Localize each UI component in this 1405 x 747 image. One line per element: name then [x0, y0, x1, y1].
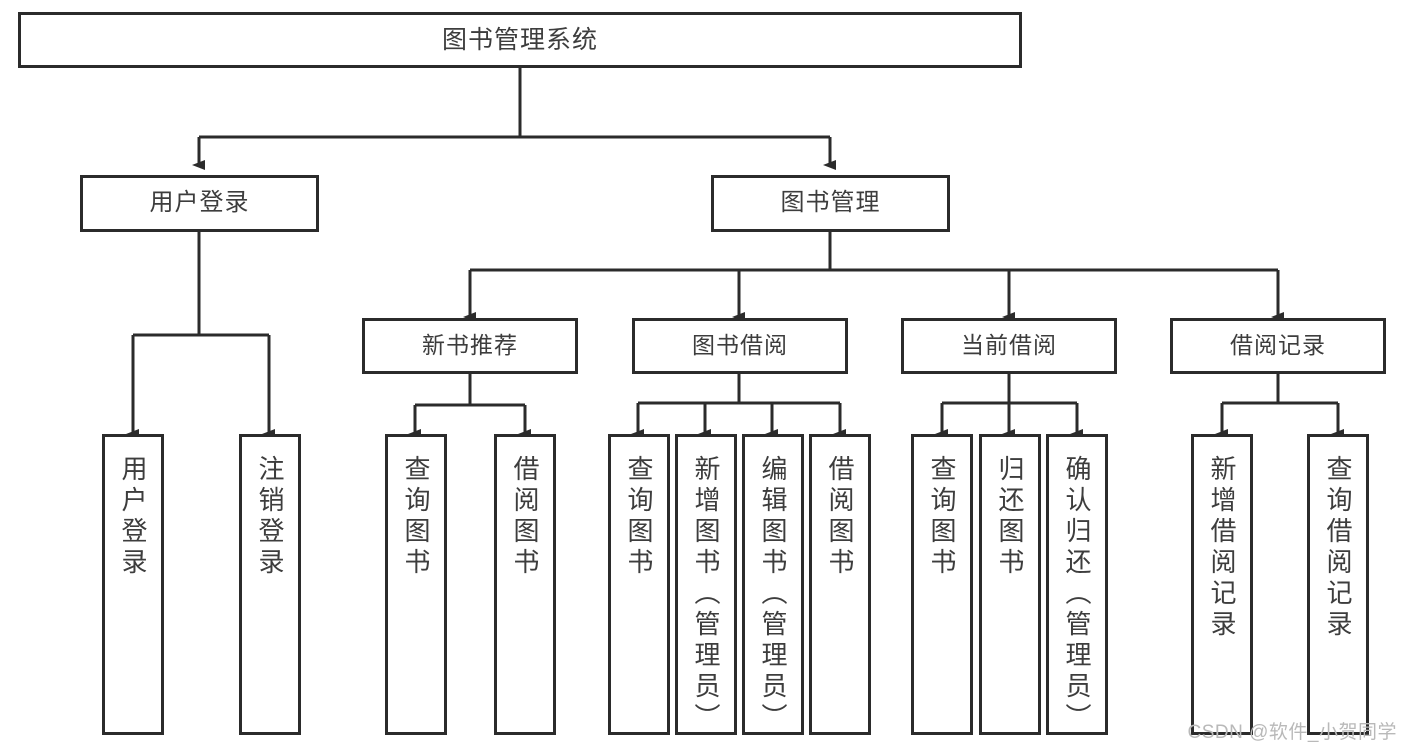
- leaf-edit-book[interactable]: 编辑图书（管理员）: [742, 434, 804, 735]
- node-user-login[interactable]: 用户登录: [80, 175, 319, 232]
- leaf-query-record-label: 查询借阅记录: [1323, 455, 1353, 641]
- leaf-query-book-1[interactable]: 查询图书: [385, 434, 447, 735]
- leaf-logout[interactable]: 注销登录: [239, 434, 301, 735]
- leaf-add-book-label: 新增图书（管理员）: [691, 455, 721, 734]
- node-borrow-records[interactable]: 借阅记录: [1170, 318, 1386, 374]
- node-root-label: 图书管理系统: [441, 26, 598, 54]
- node-user-login-label: 用户登录: [149, 189, 250, 217]
- leaf-user-login-label: 用户登录: [118, 455, 148, 579]
- node-borrow-records-label: 借阅记录: [1230, 332, 1326, 359]
- node-root[interactable]: 图书管理系统: [18, 12, 1022, 68]
- leaf-confirm-return-label: 确认归还（管理员）: [1062, 455, 1092, 734]
- node-book-management-label: 图书管理: [780, 189, 881, 217]
- leaf-query-book-3[interactable]: 查询图书: [911, 434, 973, 735]
- watermark-text: CSDN @软件_小贺同学: [1187, 722, 1397, 743]
- leaf-query-book-2-label: 查询图书: [624, 455, 654, 579]
- node-new-book-recommend[interactable]: 新书推荐: [362, 318, 578, 374]
- leaf-borrow-book-2-label: 借阅图书: [825, 455, 855, 579]
- node-book-management[interactable]: 图书管理: [711, 175, 950, 232]
- leaf-borrow-book-2[interactable]: 借阅图书: [809, 434, 871, 735]
- leaf-add-book[interactable]: 新增图书（管理员）: [675, 434, 737, 735]
- leaf-return-book[interactable]: 归还图书: [979, 434, 1041, 735]
- leaf-return-book-label: 归还图书: [995, 455, 1025, 579]
- node-current-borrow[interactable]: 当前借阅: [901, 318, 1117, 374]
- leaf-query-record[interactable]: 查询借阅记录: [1307, 434, 1369, 735]
- leaf-borrow-book-1-label: 借阅图书: [510, 455, 540, 579]
- node-new-book-recommend-label: 新书推荐: [422, 332, 518, 359]
- leaf-confirm-return[interactable]: 确认归还（管理员）: [1046, 434, 1108, 735]
- leaf-user-login[interactable]: 用户登录: [102, 434, 164, 735]
- leaf-borrow-book-1[interactable]: 借阅图书: [494, 434, 556, 735]
- node-book-borrow-label: 图书借阅: [692, 332, 788, 359]
- leaf-add-record-label: 新增借阅记录: [1207, 455, 1237, 641]
- leaf-add-record[interactable]: 新增借阅记录: [1191, 434, 1253, 735]
- leaf-query-book-3-label: 查询图书: [927, 455, 957, 579]
- leaf-query-book-2[interactable]: 查询图书: [608, 434, 670, 735]
- node-book-borrow[interactable]: 图书借阅: [632, 318, 848, 374]
- leaf-edit-book-label: 编辑图书（管理员）: [758, 455, 788, 734]
- leaf-logout-label: 注销登录: [255, 455, 285, 579]
- node-current-borrow-label: 当前借阅: [961, 332, 1057, 359]
- leaf-query-book-1-label: 查询图书: [401, 455, 431, 579]
